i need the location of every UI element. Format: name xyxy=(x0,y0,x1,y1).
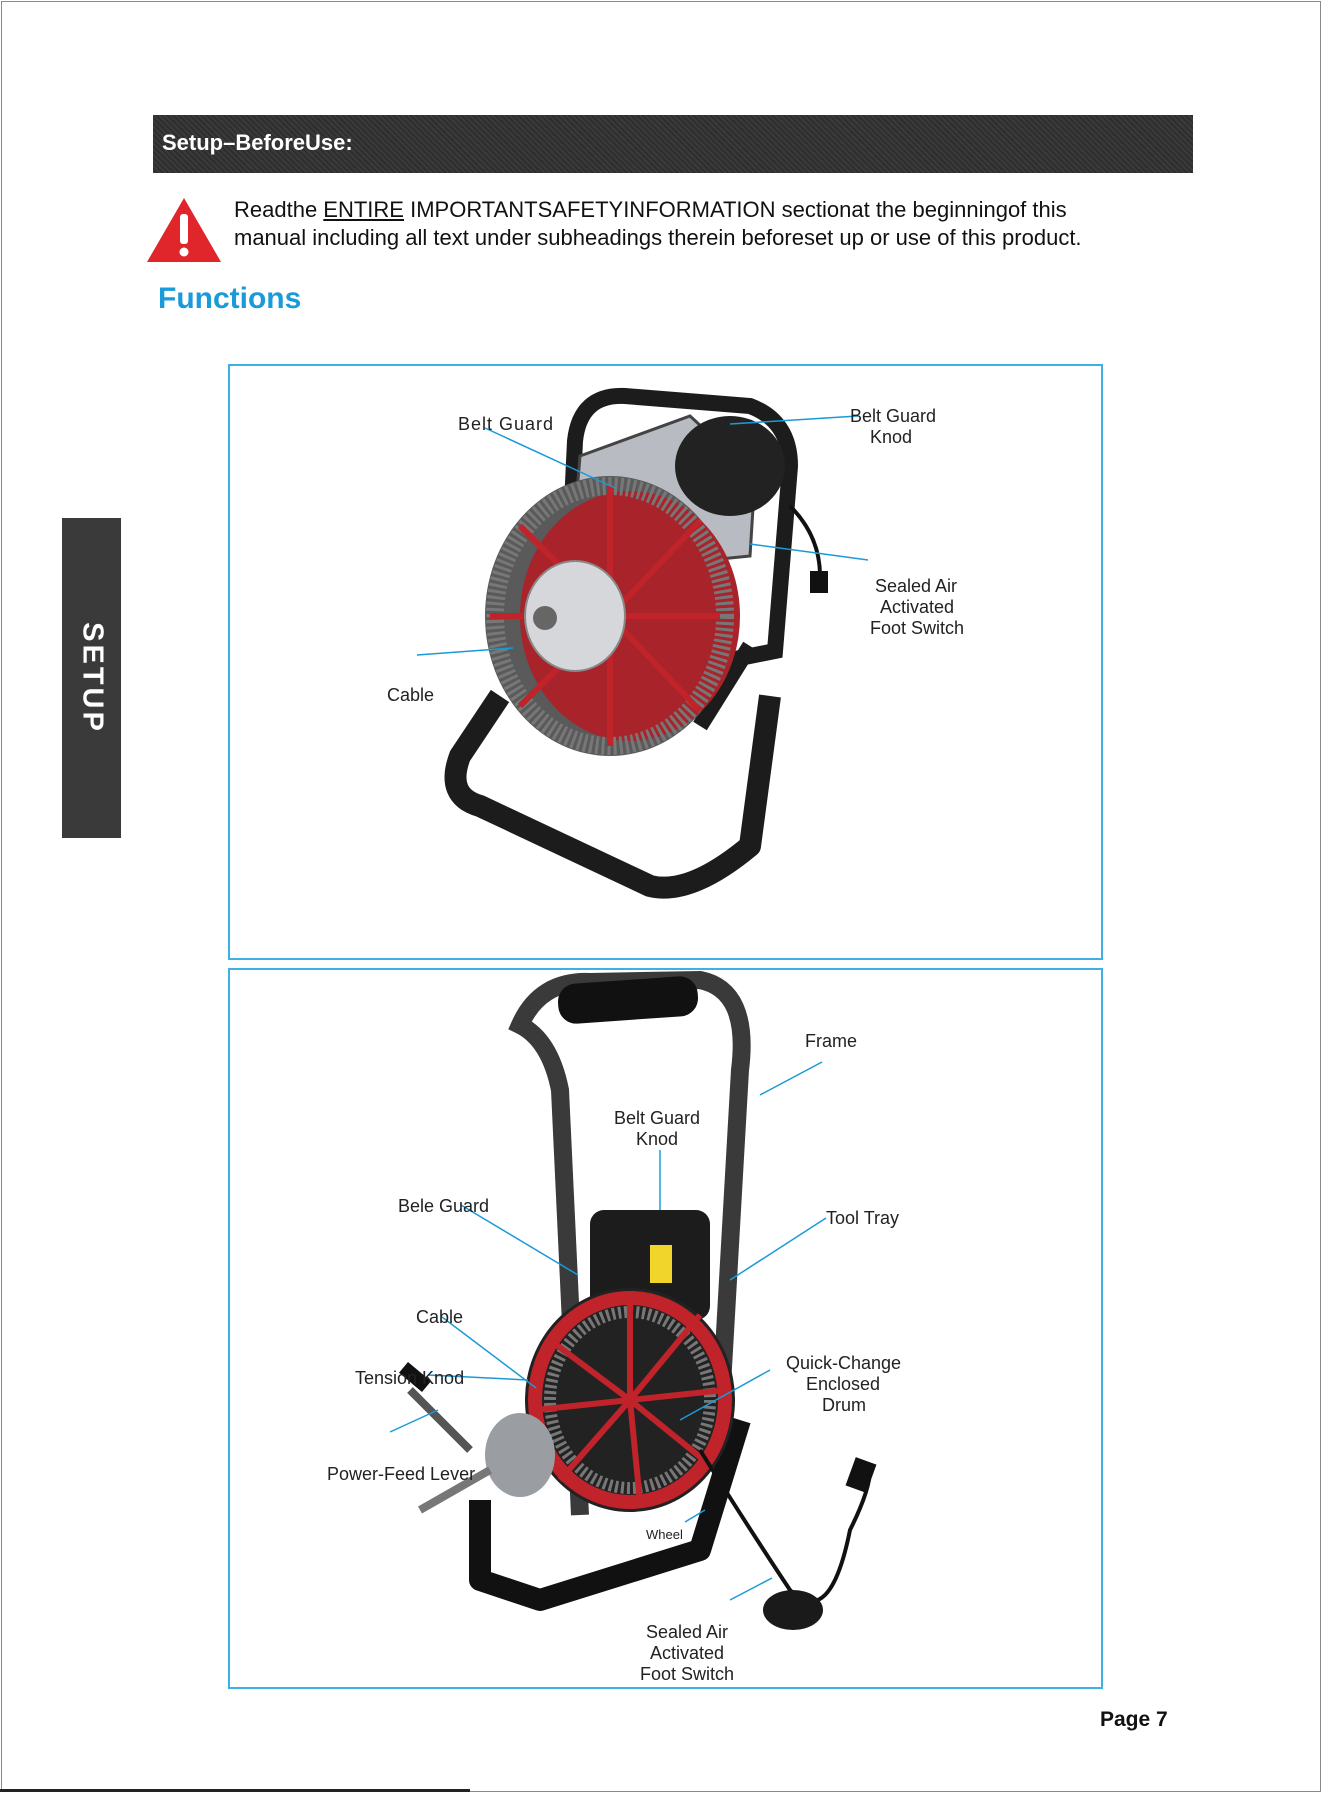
label-tension-knod: Tension Knod xyxy=(355,1368,465,1388)
label-quick-change-2: Enclosed xyxy=(806,1374,881,1394)
label-tool-tray: Tool Tray xyxy=(826,1208,900,1228)
label-quick-change-1: Quick-Change xyxy=(786,1353,902,1373)
functions-panel-front: Belt Guard Belt Guard Knod Sealed Air Ac… xyxy=(228,364,1103,960)
label-foot-switch-1: Sealed Air xyxy=(875,576,958,596)
label-belt-guard-knod-2: Knod xyxy=(636,1129,679,1149)
drain-machine-front-illustration xyxy=(416,387,869,899)
label-belt-guard-knod-2: Knod xyxy=(870,427,913,447)
label-power-feed-lever: Power-Feed Lever xyxy=(327,1464,476,1484)
label-cable: Cable xyxy=(416,1307,464,1327)
label-foot-switch-3: Foot Switch xyxy=(870,618,965,638)
label-foot-switch-1: Sealed Air xyxy=(646,1622,729,1642)
functions-heading: Functions xyxy=(158,282,302,315)
label-belt-guard-knod-1: Belt Guard xyxy=(850,406,937,426)
label-foot-switch-3: Foot Switch xyxy=(640,1664,735,1684)
label-cable: Cable xyxy=(387,685,435,705)
page-number: Page 7 xyxy=(1100,1708,1168,1731)
warning-line-1: Readthe ENTIRE IMPORTANTSAFETYINFORMATIO… xyxy=(234,196,1134,224)
warning-icon xyxy=(147,198,221,262)
drain-machine-side-illustration xyxy=(389,970,877,1630)
label-frame: Frame xyxy=(805,1031,858,1051)
label-wheel: Wheel xyxy=(646,1527,683,1542)
section-header-bar: Setup–BeforeUse: xyxy=(153,115,1193,173)
warning-line-2: manual including all text under subheadi… xyxy=(234,225,1082,250)
side-tab-label: SETUP xyxy=(76,622,108,734)
label-belt-guard-knod-1: Belt Guard xyxy=(614,1108,701,1128)
warning-line-1-rest: IMPORTANTSAFETYINFORMATION sectionat the… xyxy=(403,197,1067,222)
label-quick-change-3: Drum xyxy=(822,1395,866,1415)
warning-emphasis: ENTIRE xyxy=(323,197,404,222)
label-bele-guard: Bele Guard xyxy=(398,1196,490,1216)
warning-text: Readthe ENTIRE IMPORTANTSAFETYINFORMATIO… xyxy=(234,196,1134,252)
label-belt-guard: Belt Guard xyxy=(458,414,555,434)
side-tab: SETUP xyxy=(62,518,121,838)
warning-pre: Readthe xyxy=(234,197,324,222)
section-header-title: Setup–BeforeUse: xyxy=(162,130,353,155)
label-foot-switch-2: Activated xyxy=(650,1643,725,1663)
label-foot-switch-2: Activated xyxy=(880,597,955,617)
bottom-rule xyxy=(0,1789,470,1792)
functions-panel-side: Frame Belt Guard Knod Bele Guard Tool Tr… xyxy=(228,968,1103,1689)
